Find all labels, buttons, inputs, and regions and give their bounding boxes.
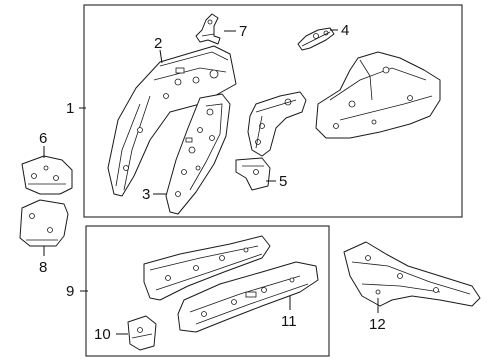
callout-5: 5 xyxy=(279,173,287,190)
callout-10: 10 xyxy=(94,326,111,343)
callout-12: 12 xyxy=(369,316,386,333)
callout-7: 7 xyxy=(239,23,247,40)
part-7-hook-bracket[interactable] xyxy=(195,13,221,45)
part-5-gusset[interactable] xyxy=(235,157,271,191)
part-11-inner-rail[interactable] xyxy=(177,261,319,333)
part-1-inner-connector[interactable] xyxy=(247,91,307,157)
callout-2: 2 xyxy=(154,35,162,52)
callout-numbers: 1 2 3 4 5 6 7 8 9 10 11 12 xyxy=(39,22,386,343)
callout-6: 6 xyxy=(39,130,47,147)
upper-assembly-box xyxy=(83,4,463,218)
part-8-plate[interactable] xyxy=(19,199,69,247)
leader-lines xyxy=(43,29,379,335)
callout-1: 1 xyxy=(66,100,74,117)
part-9-front-rail[interactable] xyxy=(143,235,271,301)
part-4-bracket[interactable] xyxy=(297,27,335,51)
part-10-small-bracket[interactable] xyxy=(127,315,157,351)
callout-8: 8 xyxy=(39,259,47,276)
part-12-rear-rail[interactable] xyxy=(343,241,481,307)
callout-4: 4 xyxy=(341,22,349,39)
callout-11: 11 xyxy=(281,313,297,330)
callout-3: 3 xyxy=(142,186,150,203)
part-2-pillar-reinforcement[interactable] xyxy=(107,45,237,197)
part-6-mount-bracket[interactable] xyxy=(21,155,73,195)
part-1-rear-quarter-inner[interactable] xyxy=(315,51,441,139)
callout-9: 9 xyxy=(66,283,74,300)
part-3-inner-panel[interactable] xyxy=(165,93,231,215)
